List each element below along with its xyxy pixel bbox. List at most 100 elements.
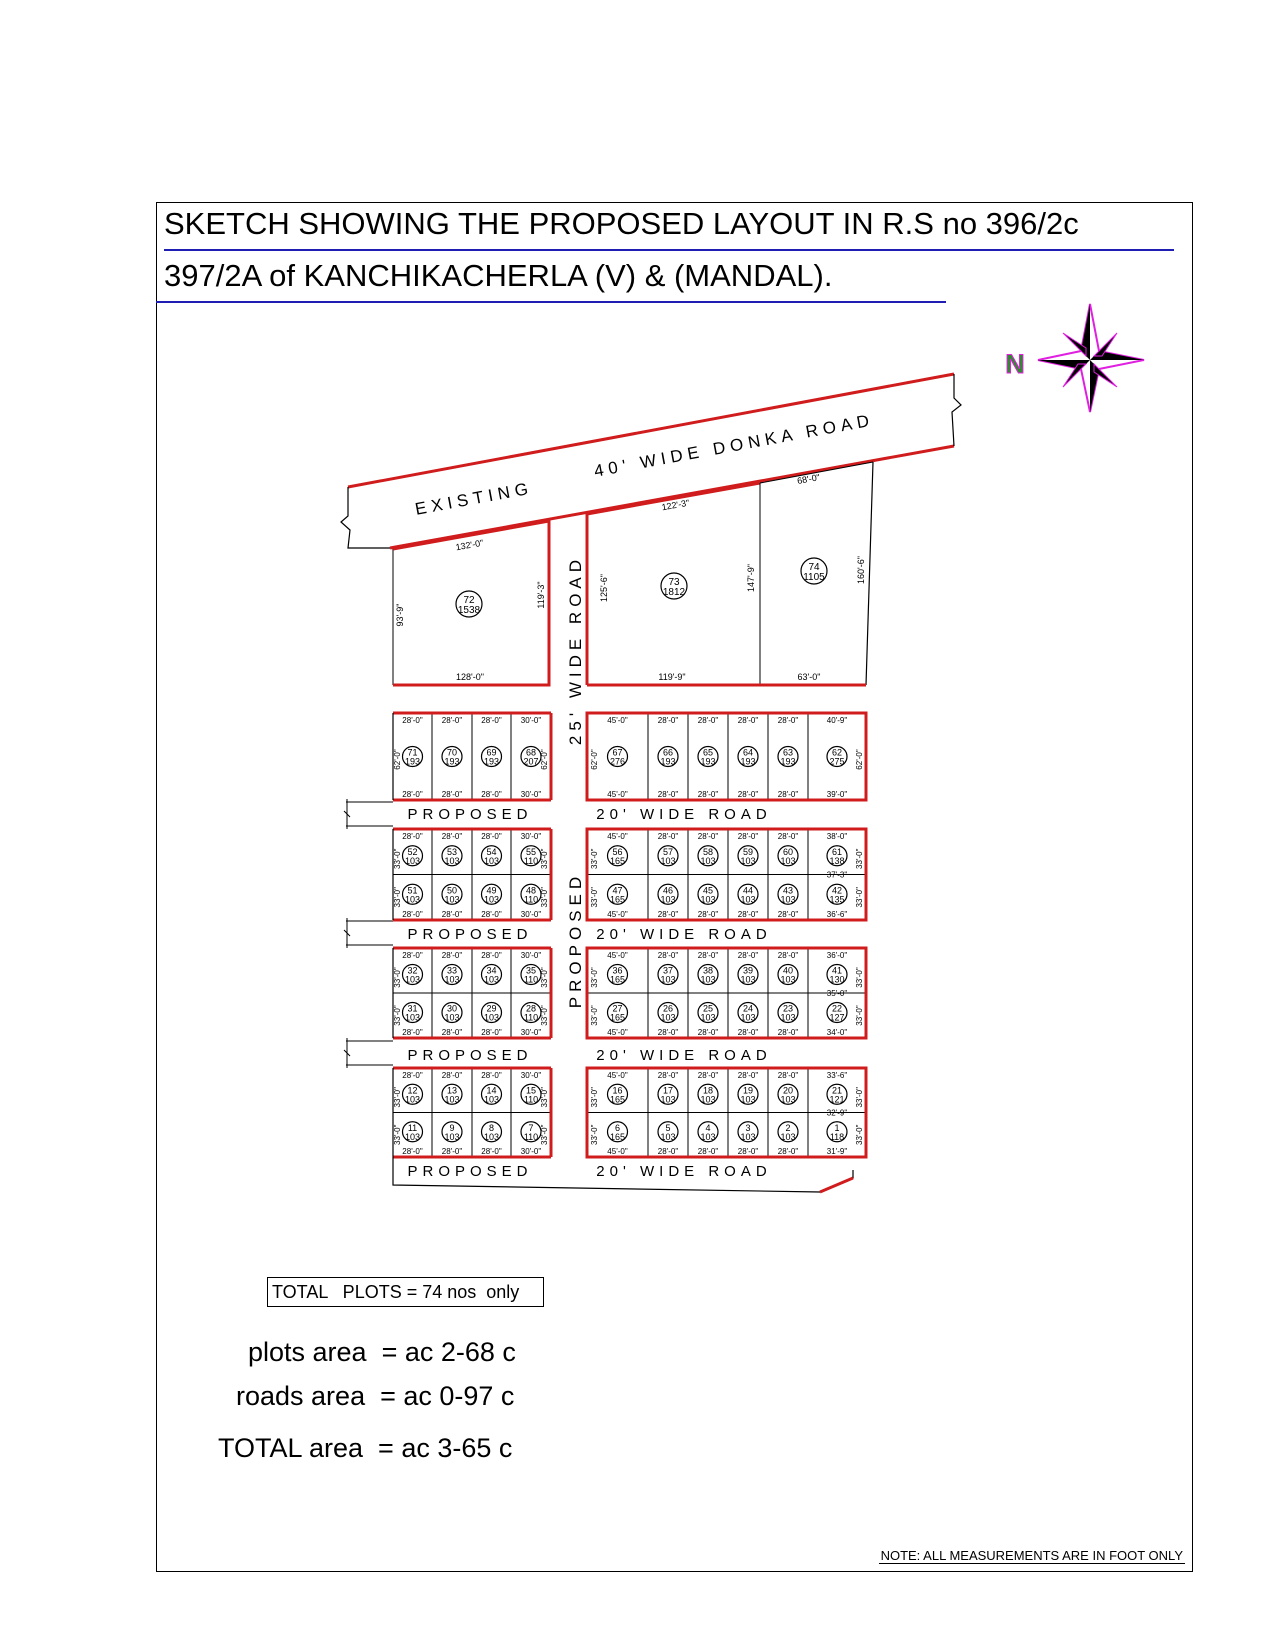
- plot-74-area: 1105: [803, 572, 825, 583]
- plot-18-number: 18: [703, 1085, 713, 1095]
- depth-dim-right-b-0: 62'-0": [855, 749, 864, 770]
- depth-dim-left-2-1: 33'-0": [393, 1005, 402, 1026]
- left-top-dim-0-3: 30'-0": [521, 716, 542, 725]
- depth-dim-mid-2-0: 33'-0": [540, 967, 549, 988]
- right-top-dim-1-2: 28'-0": [698, 832, 719, 841]
- left-bottom-dim-2-2: 28'-0": [481, 1028, 502, 1037]
- plot-53-area: 103: [444, 856, 459, 866]
- plot-7-area: 110: [524, 1132, 538, 1142]
- plot-73-right-dim: 147'-9": [746, 564, 756, 592]
- plot-15-area: 110: [524, 1094, 538, 1104]
- plot-3-number: 3: [745, 1123, 750, 1133]
- right-top-dim-2-5: 36'-0": [827, 951, 848, 960]
- plot-46-circle: [657, 883, 679, 905]
- right-bottom-dim-0-4: 28'-0": [778, 790, 799, 799]
- plot-48-area: 110: [524, 894, 538, 904]
- plot-8-circle: [480, 1121, 503, 1143]
- plot-42-number: 42: [832, 885, 842, 895]
- plot-35-area: 110: [524, 975, 538, 985]
- plot-17-circle: [657, 1083, 679, 1105]
- depth-dim-mid-3-0: 33'-0": [540, 1087, 549, 1108]
- right-bottom-dim-2-5: 34'-0": [827, 1028, 848, 1037]
- vertical-road-label-top: 25' WIDE ROAD: [566, 555, 585, 745]
- right-block-2: [585, 946, 868, 1040]
- roads-area-text: roads area = ac 0-97 c: [236, 1381, 515, 1411]
- depth-dim-right-b-2-1: 33'-0": [855, 1005, 864, 1026]
- donka-road-top-edge: [347, 372, 955, 489]
- plot-28-area: 110: [524, 1013, 538, 1023]
- plot-4-area: 103: [700, 1132, 715, 1142]
- plot-1-number: 1: [834, 1123, 839, 1133]
- plot-52-area: 103: [405, 856, 420, 866]
- compass-ne: [1092, 332, 1118, 357]
- plot-36-number: 36: [612, 966, 622, 976]
- plot-20-area: 103: [780, 1094, 795, 1104]
- right-bottom-dim-1-4: 28'-0": [778, 910, 799, 919]
- plot-13-number: 13: [447, 1085, 457, 1095]
- depth-dim-right-a-2-1: 33'-0": [590, 1005, 599, 1026]
- plot-56-area: 165: [610, 856, 625, 866]
- donka-road-left-break: [340, 487, 390, 549]
- plot-13-circle: [441, 1083, 463, 1105]
- plot-48-number: 48: [526, 885, 536, 895]
- plot-71-circle: [401, 745, 424, 768]
- right-top-dim-2-4: 28'-0": [778, 951, 799, 960]
- plot-72-boundary: [392, 519, 551, 687]
- right-top-dim-3-5: 33'-6": [827, 1071, 848, 1080]
- plot-51-area: 103: [405, 894, 420, 904]
- donka-road-label-right: 40' WIDE DONKA ROAD: [592, 410, 875, 480]
- left-bottom-dim-1-2: 28'-0": [481, 910, 502, 919]
- plot-74-circle: [800, 557, 828, 585]
- plot-47-number: 47: [612, 885, 622, 895]
- left-bottom-dim-1-0: 28'-0": [402, 910, 423, 919]
- plot-48-circle: [520, 883, 542, 905]
- plot-34-number: 34: [486, 966, 496, 976]
- plot-23-area: 103: [780, 1013, 795, 1023]
- plot-44-circle: [737, 883, 759, 905]
- plot-58-number: 58: [703, 847, 713, 857]
- plot-46-area: 103: [660, 894, 675, 904]
- mid-dim-1: 37'-3": [827, 871, 848, 880]
- plot-57-circle: [657, 845, 679, 867]
- plot-55-number: 55: [526, 847, 536, 857]
- plot-15-circle: [520, 1083, 542, 1105]
- bottom-road-corner-red: [819, 1176, 854, 1194]
- plot-37-number: 37: [663, 966, 673, 976]
- plot-73-number: 73: [668, 577, 680, 588]
- plot-60-circle: [777, 845, 799, 867]
- title-line-2: 397/2A of KANCHIKACHERLA (V) & (MANDAL).: [164, 258, 833, 293]
- depth-dim-right-a-3-0: 33'-0": [590, 1087, 599, 1108]
- plot-72-number: 72: [463, 595, 475, 606]
- plot-66-circle: [657, 745, 679, 768]
- plot-61-circle: [826, 845, 848, 867]
- depth-dim-left-1-0: 33'-0": [393, 848, 402, 869]
- plot-4-circle: [697, 1121, 719, 1143]
- plot-41-area: 130: [829, 975, 844, 985]
- plot-62-number: 62: [832, 748, 842, 758]
- plot-50-number: 50: [447, 885, 457, 895]
- plot-32-area: 103: [405, 975, 420, 985]
- plot-36-circle: [606, 963, 629, 986]
- plot-24-area: 103: [740, 1013, 755, 1023]
- plot-63-circle: [777, 745, 799, 768]
- plot-43-number: 43: [783, 885, 793, 895]
- right-bottom-dim-2-2: 28'-0": [698, 1028, 719, 1037]
- left-top-dim-3-3: 30'-0": [521, 1071, 542, 1080]
- plot-18-area: 103: [700, 1094, 715, 1104]
- twenty-wide-road-label-1: 20' WIDE ROAD: [596, 926, 771, 943]
- plot-71-number: 71: [407, 748, 417, 758]
- plot-57-number: 57: [663, 847, 673, 857]
- right-top-dim-1-3: 28'-0": [738, 832, 759, 841]
- plot-73-top-dim: 122'-3": [661, 498, 690, 513]
- donka-road-right-break: [951, 374, 962, 447]
- plot-42-circle: [826, 883, 848, 905]
- plot-29-number: 29: [486, 1004, 496, 1014]
- plot-19-area: 103: [740, 1094, 755, 1104]
- plot-64-circle: [737, 745, 759, 768]
- right-bottom-dim-2-1: 28'-0": [658, 1028, 679, 1037]
- donka-road-bottom-edge: [389, 444, 955, 550]
- plot-41-circle: [826, 963, 848, 986]
- plot-71-area: 193: [405, 757, 420, 767]
- plot-33-circle: [441, 963, 463, 986]
- plot-5-circle: [657, 1121, 679, 1143]
